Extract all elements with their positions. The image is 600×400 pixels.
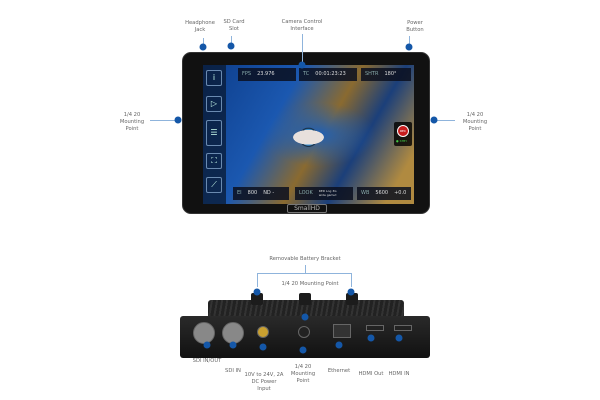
fps-readout[interactable]: FPS 23.976 — [238, 68, 296, 81]
dc-power-port — [257, 326, 269, 338]
wb-label: WB — [361, 190, 370, 196]
record-button[interactable]: REC — [397, 125, 409, 137]
label-camera-control: Camera Control Interface — [281, 19, 323, 32]
headphone-jack-marker — [199, 43, 207, 51]
battery-left-marker — [253, 288, 261, 296]
touchscreen[interactable]: i ▷ ☰ ⛶ ⟋ FPS 23.976 TC 00:01:23:23 SHTR 18… — [203, 65, 414, 204]
mount-right-marker — [430, 116, 438, 124]
label-mount-right: 1/4 20 Mounting Point — [462, 112, 488, 132]
label-headphone-jack: Headphone Jack — [185, 20, 215, 33]
label-ethernet: Ethernet — [327, 368, 351, 374]
camera-control-marker — [298, 61, 306, 69]
monitor-rear — [180, 316, 430, 358]
label-power-button: Power Button — [406, 20, 424, 33]
label-hdmi-in: HDMI IN — [388, 371, 410, 377]
mount-top-marker — [301, 313, 309, 321]
sdi-inout-port — [193, 322, 215, 344]
tint-value: +0.0 — [394, 190, 407, 196]
iso-readout[interactable]: EI 800 ND - — [233, 187, 289, 200]
hdmi-out-port — [366, 325, 384, 331]
ethernet-marker — [335, 341, 343, 349]
side-toolbar: i ▷ ☰ ⛶ ⟋ — [203, 65, 226, 204]
label-hdmi-out: HDMI Out — [358, 371, 384, 377]
mount-bottom-marker — [299, 346, 307, 354]
label-sdi-in: SDI IN — [225, 368, 241, 374]
look-readout[interactable]: LOOK RED Log 3G wide gamut — [295, 187, 353, 200]
smallhd-logo: SmallHD — [287, 204, 327, 213]
info-icon[interactable]: i — [206, 70, 222, 86]
tc-value: 00:01:23:23 — [315, 71, 346, 77]
ethernet-port — [333, 324, 351, 338]
iso-label: EI — [237, 190, 242, 196]
nd-value: ND - — [263, 190, 275, 196]
battery-right-marker — [347, 288, 355, 296]
bracket-center — [299, 293, 311, 305]
sd-slot-marker — [227, 42, 235, 50]
mount-bottom-hole — [298, 326, 310, 338]
calibrate-icon[interactable]: ⟋ — [206, 177, 222, 193]
hdmi-in-port — [394, 325, 412, 331]
shutter-label: SHTR — [365, 71, 379, 77]
wb-value: 5600 — [375, 190, 389, 196]
dc-power-marker — [259, 343, 267, 351]
battery-bracket-left — [251, 293, 263, 305]
label-dc-power: 10V to 24V, 2A DC Power Input — [244, 372, 284, 392]
standby-status: ● STBY — [396, 139, 408, 143]
sdi-in-marker — [229, 341, 237, 349]
shutter-value: 180° — [384, 71, 397, 77]
iso-value: 800 — [247, 190, 258, 196]
look-label: LOOK — [299, 190, 313, 196]
label-sd-card-slot: SD Card Slot — [223, 19, 245, 32]
sdi-inout-marker — [203, 341, 211, 349]
playback-icon[interactable]: ▷ — [206, 96, 222, 112]
fps-value: 23.976 — [257, 71, 275, 77]
label-mount-bottom: 1/4 20 Mounting Point — [290, 364, 316, 384]
look-value: RED Log 3G wide gamut — [318, 189, 337, 197]
timecode-readout[interactable]: TC 00:01:23:23 — [299, 68, 357, 81]
tc-label: TC — [303, 71, 310, 77]
power-button-marker — [405, 43, 413, 51]
monitor-front: i ▷ ☰ ⛶ ⟋ FPS 23.976 TC 00:01:23:23 SHTR 18… — [182, 52, 430, 214]
frame-icon[interactable]: ⛶ — [206, 153, 222, 169]
mount-left-marker — [174, 116, 182, 124]
shutter-readout[interactable]: SHTR 180° — [361, 68, 411, 81]
fps-label: FPS — [242, 71, 252, 77]
label-sdi-inout: SDI IN/OUT — [192, 358, 222, 364]
wb-readout[interactable]: WB 5600 +0.0 — [357, 187, 411, 200]
hdmi-out-marker — [367, 334, 375, 342]
label-mount-left: 1/4 20 Mounting Point — [119, 112, 145, 132]
label-battery-bracket: Removable Battery Bracket — [269, 256, 341, 262]
menu-icon[interactable]: ☰ — [206, 120, 222, 146]
battery-bracket-right — [346, 293, 358, 305]
record-control[interactable]: REC ● STBY — [394, 122, 412, 146]
hdmi-in-marker — [395, 334, 403, 342]
label-mount-top: 1/4 20 Mounting Point — [281, 281, 339, 287]
